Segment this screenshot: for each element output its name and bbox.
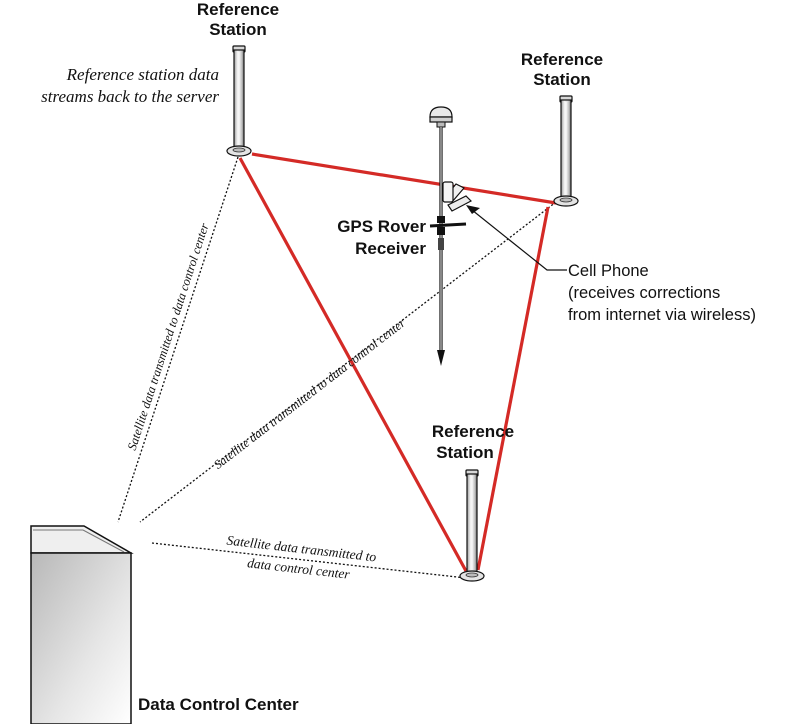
station-left-label-2: Station: [209, 20, 267, 39]
station-right-label-2: Station: [533, 70, 591, 89]
reference-antenna-icon: [459, 469, 485, 582]
cell-phone-icon: [442, 181, 473, 212]
network-link-left-right: [251, 152, 557, 205]
note-stream-line-1: Reference station data: [66, 65, 219, 84]
link-bottom-station: [151, 542, 467, 579]
link-left-station: [117, 156, 239, 523]
building-icon: [30, 525, 134, 724]
network-link-right-bottom: [476, 206, 550, 571]
network-link-left-bottom: [238, 157, 468, 572]
data-center-label: Data Control Center: [138, 695, 299, 714]
rover-label-1: GPS Rover: [337, 217, 426, 236]
station-bottom-label-1: Reference: [432, 422, 514, 441]
data-links: [117, 156, 557, 579]
note-stream-line-2: streams back to the server: [41, 87, 219, 106]
rover-pole-icon: [429, 106, 467, 366]
station-right-label-1: Reference: [521, 50, 603, 69]
link-left-label: Satellite data transmitted to data contr…: [125, 221, 212, 452]
cell-phone-label-1: Cell Phone: [568, 262, 649, 280]
rover-label-2: Receiver: [355, 239, 426, 258]
link-right-station: [139, 201, 557, 523]
cell-phone-callout: [466, 205, 567, 271]
cell-phone-label-3: from internet via wireless): [568, 306, 756, 324]
link-diagonal-label: Satellite data transmitted to data contr…: [211, 316, 408, 472]
reference-antenna-icon: [226, 45, 252, 157]
reference-network: [238, 152, 557, 572]
cell-phone-label-2: (receives corrections: [568, 284, 720, 302]
station-left-label-1: Reference: [197, 0, 279, 19]
reference-antenna-icon: [553, 95, 579, 207]
station-bottom-label-2: Station: [436, 443, 494, 462]
